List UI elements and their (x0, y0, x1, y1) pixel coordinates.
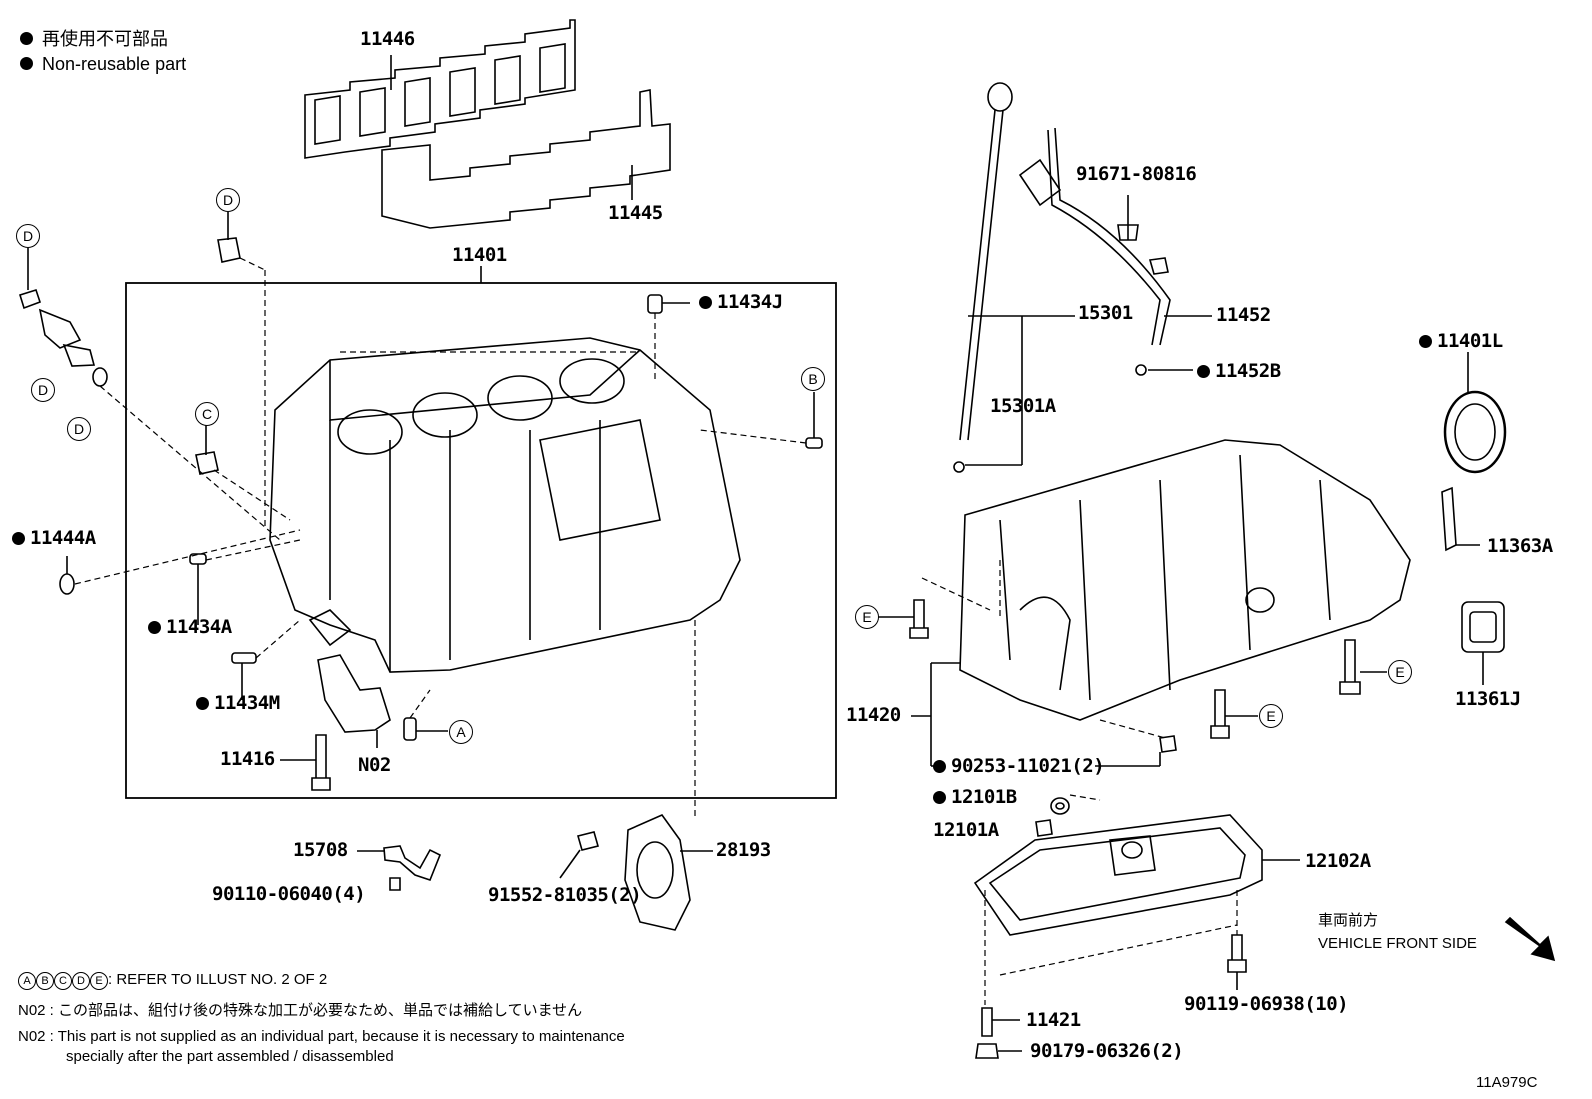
dowel-11434J-drawing (647, 294, 663, 314)
part-label-12101A[interactable]: 12101A (933, 819, 999, 841)
note-n02-jp: N02 : この部品は、組付け後の特殊な加工が必要なため、単品では補給していませ… (18, 1002, 583, 1019)
ref-circle-d[interactable]: D (31, 378, 55, 402)
oil-pan-upper-11420-drawing (959, 439, 1411, 721)
plug-12101A-drawing (1035, 819, 1053, 837)
shim-11363A-drawing (1441, 486, 1457, 552)
assembly-dashed-lines (74, 257, 1238, 1005)
ref-circle-b[interactable]: B (801, 367, 825, 391)
part-label-11446[interactable]: 11446 (360, 28, 415, 50)
part-label-12102A[interactable]: 12102A (1305, 850, 1371, 872)
legend-en: Non-reusable part (20, 55, 186, 73)
front-label-en: VEHICLE FRONT SIDE (1318, 935, 1477, 952)
bolt-91552-drawing (577, 831, 599, 851)
part-label-11401[interactable]: 11401 (452, 244, 507, 266)
ref-circle-e[interactable]: E (1388, 660, 1412, 684)
oil-seal-drawing (1443, 390, 1507, 474)
part-label-15301A[interactable]: 15301A (990, 395, 1056, 417)
note-n02-en-line2: specially after the part assembled / dis… (66, 1048, 394, 1065)
note-n02-en-line1: N02 : This part is not supplied as an in… (18, 1028, 625, 1045)
bolt-11416-drawing (311, 734, 331, 791)
part-label-15708[interactable]: 15708 (293, 839, 348, 861)
oil-pan-lower-12102A-drawing (973, 814, 1263, 936)
part-label-11363A[interactable]: 11363A (1487, 535, 1553, 557)
ref-circle-a: A (18, 972, 36, 990)
dowel-11434M-drawing (231, 652, 257, 664)
ref-circle-d[interactable]: D (67, 417, 91, 441)
part-label-90119-06938[interactable]: 90119-06938(10) (1184, 993, 1349, 1015)
part-label-28193[interactable]: 28193 (716, 839, 771, 861)
oil-jet-15708-drawing (383, 845, 442, 881)
part-label-11444A[interactable]: 11444A (12, 529, 96, 548)
strainer-11361J-drawing (1461, 601, 1505, 653)
legend-jp: 再使用不可部品 (20, 30, 168, 48)
oil-dipstick-15301-drawing (959, 82, 1013, 441)
part-label-11361J[interactable]: 11361J (1455, 688, 1521, 710)
ref-circle-d[interactable]: D (16, 224, 40, 248)
illustration-code: 11A979C (1476, 1074, 1538, 1091)
part-label-N02[interactable]: N02 (358, 754, 391, 776)
front-label-jp: 車両前方 (1318, 912, 1379, 929)
part-label-12101B[interactable]: 12101B (933, 788, 1017, 807)
bolt-e-drawings (909, 599, 1361, 739)
dowel-a-drawing (403, 717, 417, 741)
part-label-91552-81035[interactable]: 91552-81035(2) (488, 884, 642, 906)
water-jacket-spacer-11446-drawing (304, 19, 576, 159)
ref-circle-e[interactable]: E (855, 605, 879, 629)
part-label-90253-11021[interactable]: 90253-11021(2) (933, 757, 1105, 776)
part-label-91671-80816[interactable]: 91671-80816 (1076, 163, 1197, 185)
ref-circle-b: B (36, 972, 54, 990)
bearing-cap-N02-drawing (317, 654, 391, 733)
part-label-11452[interactable]: 11452 (1216, 304, 1271, 326)
gasket-12101B-drawing (1050, 797, 1070, 815)
ref-circle-c[interactable]: C (195, 402, 219, 426)
water-jacket-protector-11445-drawing (381, 89, 671, 229)
part-label-11420[interactable]: 11420 (846, 704, 901, 726)
nut-90179-drawing (975, 1043, 999, 1059)
part-label-11452B[interactable]: 11452B (1197, 362, 1281, 381)
ref-circle-d[interactable]: D (216, 188, 240, 212)
ref-circle-e[interactable]: E (1259, 704, 1283, 728)
dipstick-guide-11452-drawing (1018, 127, 1171, 346)
ref-circle-d: D (72, 972, 90, 990)
part-label-11434M[interactable]: 11434M (196, 694, 280, 713)
cylinder-block-drawing (269, 337, 741, 673)
part-label-11434A[interactable]: 11434A (148, 618, 232, 637)
cylinder-block-frame (125, 282, 837, 799)
part-label-11416[interactable]: 11416 (220, 748, 275, 770)
part-label-11401L[interactable]: 11401L (1419, 332, 1503, 351)
part-label-90110-06040[interactable]: 90110-06040(4) (212, 883, 366, 905)
ref-circle-c: C (54, 972, 72, 990)
part-label-11421[interactable]: 11421 (1026, 1009, 1081, 1031)
front-arrow-icon (1504, 916, 1556, 962)
ref-circle-a[interactable]: A (449, 720, 473, 744)
part-label-90179-06326[interactable]: 90179-06326(2) (1030, 1040, 1184, 1062)
stud-11421-drawing (981, 1007, 993, 1037)
ref-circle-e: E (90, 972, 108, 990)
refer-text: : REFER TO ILLUST NO. 2 OF 2 (108, 971, 328, 988)
o-ring-11444A-drawing (59, 573, 75, 595)
bolt-90119-drawing (1227, 934, 1247, 973)
drain-cock-d-drawing (19, 289, 96, 367)
part-label-11445[interactable]: 11445 (608, 202, 663, 224)
part-label-15301[interactable]: 15301 (1078, 302, 1133, 324)
part-label-11434J[interactable]: 11434J (699, 293, 783, 312)
cover-28193-drawing (624, 814, 691, 931)
